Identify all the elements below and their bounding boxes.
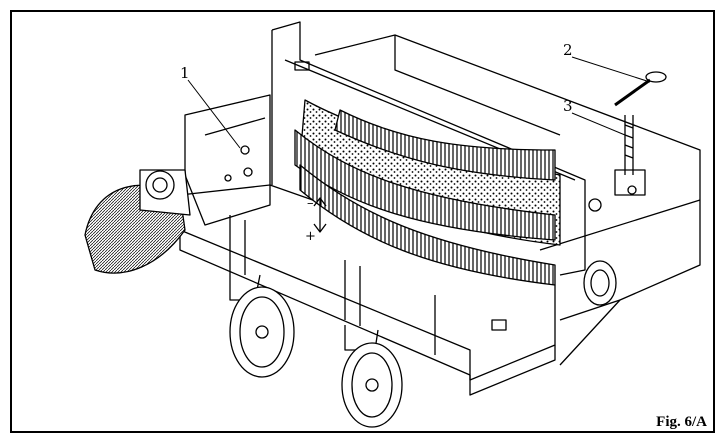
height-adjust-arrow (313, 197, 327, 233)
caster-wheel-left (229, 270, 295, 378)
adjust-lever (588, 71, 667, 212)
minus-symbol: – (307, 196, 314, 211)
plus-symbol: + (305, 229, 316, 244)
machine-body (314, 34, 701, 366)
main-brush (294, 99, 561, 286)
callout-leaders (187, 56, 651, 149)
screws (224, 145, 253, 182)
figure-caption: Fig. 6/A (656, 414, 707, 430)
callout-3: 3 (563, 97, 573, 115)
side-brush (84, 169, 191, 274)
left-side-wall (184, 94, 271, 226)
rear-wheel (583, 260, 617, 306)
caster-wheel-right (341, 325, 403, 428)
callout-1: 1 (180, 64, 190, 82)
callout-2: 2 (563, 41, 573, 59)
